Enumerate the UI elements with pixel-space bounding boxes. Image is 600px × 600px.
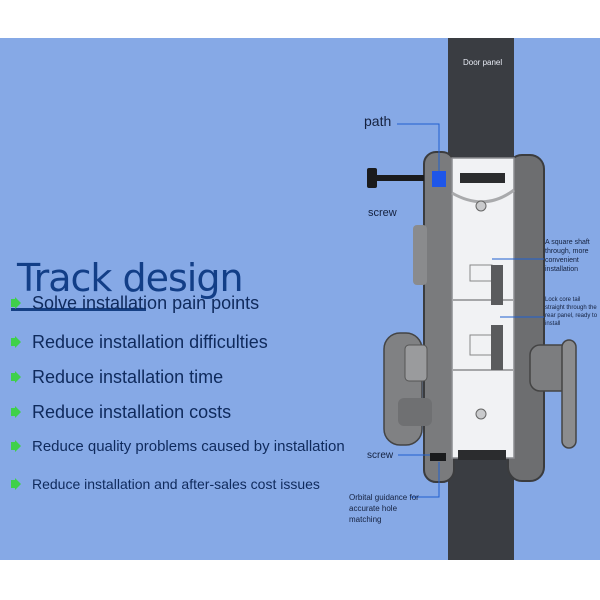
front-lever-neck	[404, 344, 428, 382]
green-check-icon	[11, 440, 21, 452]
screw-label-bottom: screw	[367, 450, 394, 461]
green-check-icon	[11, 406, 21, 418]
feature-item: Solve installation pain points	[9, 292, 259, 314]
path-shaft	[460, 173, 505, 183]
square-shaft	[491, 265, 503, 305]
front-lever-base	[398, 398, 432, 426]
path-leader-line	[397, 123, 440, 171]
lock-core-tail	[491, 325, 503, 370]
mortise-screw-top	[475, 200, 487, 212]
feature-label: Reduce installation costs	[32, 401, 232, 422]
square-shaft-note: A square shaft through, more convenient …	[545, 239, 590, 273]
bottom-screw-shaft	[458, 450, 506, 460]
screw-top-head	[367, 168, 377, 188]
rear-lever-grip	[561, 339, 577, 449]
feature-label: Solve installation pain points	[32, 292, 260, 313]
path-highlight	[432, 171, 446, 187]
green-check-icon	[11, 297, 21, 309]
feature-item: Reduce installation time	[9, 366, 223, 388]
screw-top	[376, 175, 424, 181]
orbital-leader-line	[410, 462, 440, 498]
screw-bottom	[430, 453, 446, 461]
feature-label: Reduce installation and after-sales cost…	[32, 476, 320, 492]
door-panel-label: Door panel	[463, 58, 503, 67]
orbital-guidance-note: Orbital guidance for accurate hole match…	[349, 493, 419, 524]
green-check-icon	[11, 371, 21, 383]
green-check-icon	[11, 478, 21, 490]
path-label: path	[364, 113, 392, 129]
feature-label: Reduce installation difficulties	[32, 331, 268, 352]
feature-label: Reduce quality problems caused by instal…	[32, 437, 345, 455]
green-check-icon	[11, 336, 21, 348]
title-underline	[11, 308, 146, 311]
front-escutcheon	[423, 151, 455, 483]
feature-item: Reduce installation and after-sales cost…	[9, 473, 320, 495]
feature-item: Reduce installation costs	[9, 401, 231, 423]
feature-label: Reduce installation time	[32, 366, 224, 387]
page-title: Track design	[17, 256, 244, 300]
screw-label-top: screw	[368, 207, 397, 219]
lock-core-note: Lock core tail straight through the rear…	[545, 297, 598, 327]
front-button	[413, 225, 427, 285]
feature-item: Reduce installation difficulties	[9, 331, 268, 353]
mortise-screw-bottom	[475, 408, 487, 420]
feature-item: Reduce quality problems caused by instal…	[9, 435, 345, 457]
